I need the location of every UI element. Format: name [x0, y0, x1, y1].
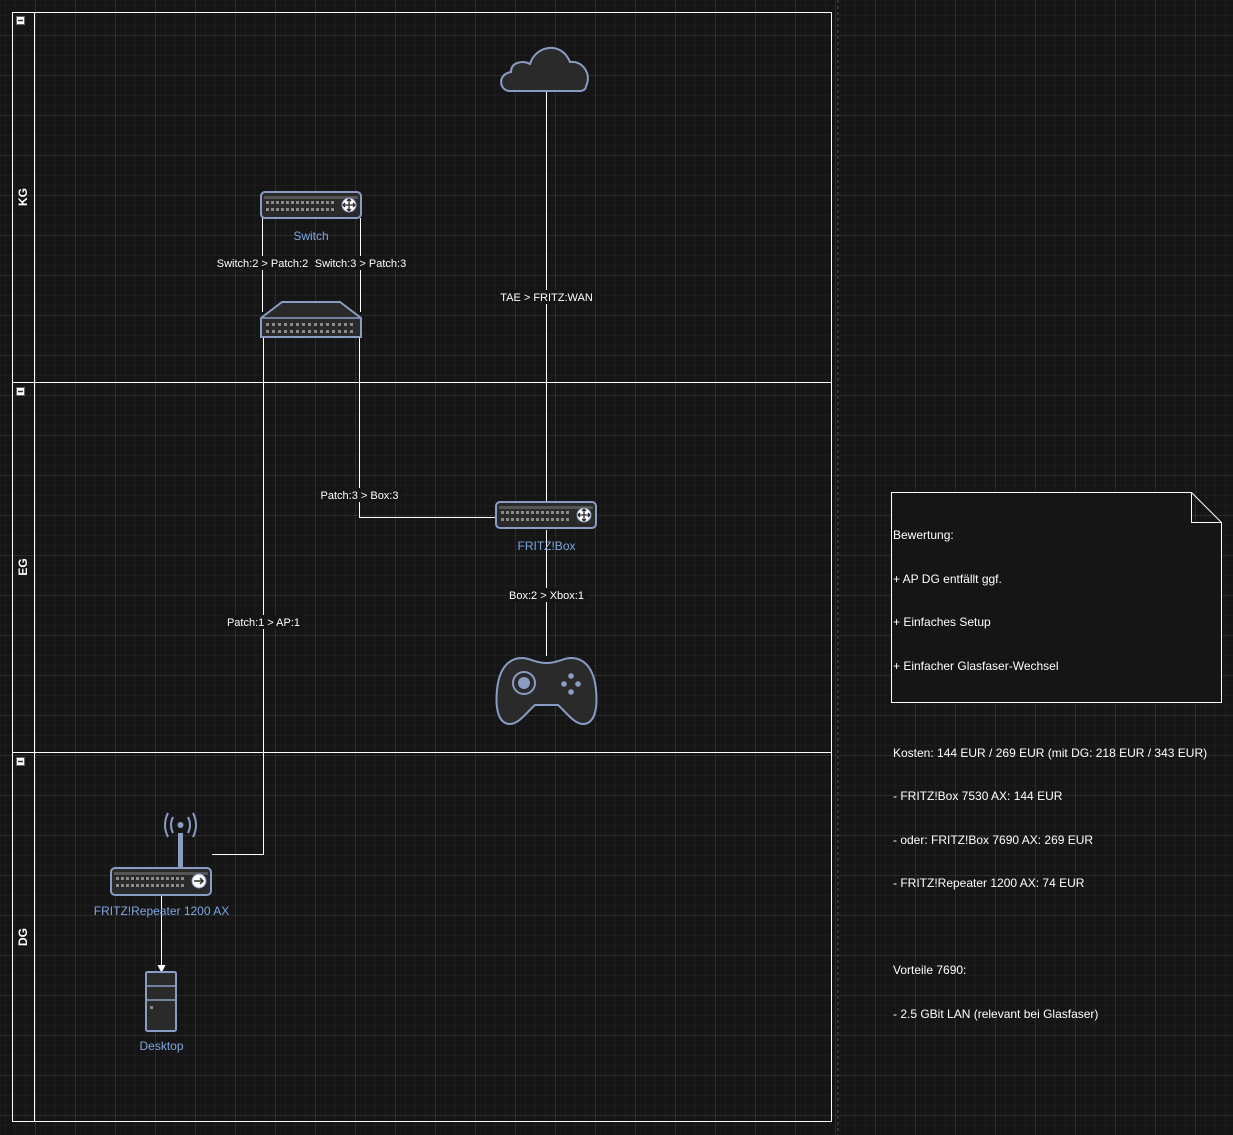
fritzbox-node[interactable]: FRITZ!Box [495, 501, 597, 553]
cloud-icon [500, 46, 589, 92]
edges [157, 92, 547, 973]
note-line: - FRITZ!Box 7530 AX: 144 EUR [893, 789, 1063, 803]
edge-label-tae-fritz: TAE > FRITZ:WAN [500, 292, 593, 304]
lane-title-kg: KG [16, 188, 30, 206]
note-shape [891, 492, 1222, 703]
edge-patch3-box3[interactable] [359, 338, 497, 518]
fritzbox-label: FRITZ!Box [517, 539, 575, 553]
evaluation-note[interactable]: Bewertung: + AP DG entfällt ggf. + Einfa… [891, 492, 1221, 1021]
lane-kg[interactable]: KG [16, 16, 30, 207]
desktop-label: Desktop [139, 1039, 183, 1053]
note-line: + AP DG entfällt ggf. [893, 571, 1002, 586]
swimlane-pool[interactable] [12, 12, 832, 1122]
patch-panel-node[interactable] [260, 301, 362, 338]
edge-label-switch2-patch2: Switch:2 > Patch:2 [217, 258, 308, 270]
collapse-icon[interactable] [16, 757, 25, 766]
desktop-tower-icon [145, 971, 177, 1032]
lane-title-eg: EG [16, 558, 30, 575]
edge-labels: TAE > FRITZ:WAN Switch:2 > Patch:2 Switc… [215, 256, 595, 629]
repeater-ports [116, 877, 184, 887]
edge-label-patch1-ap1: Patch:1 > AP:1 [227, 617, 300, 629]
patch-panel-icon [260, 301, 362, 338]
note-line: - FRITZ!Repeater 1200 AX: 74 EUR [893, 876, 1085, 890]
switch-ports [266, 201, 334, 211]
note-line: - 2.5 GBit LAN (relevant bei Glasfaser) [893, 1006, 1099, 1021]
desktop-node[interactable]: Desktop [139, 971, 184, 1053]
lane-title-dg: DG [16, 928, 30, 946]
note-line: Kosten: 144 EUR / 269 EUR (mit DG: 218 E… [893, 745, 1208, 760]
lane-dg[interactable]: DG [16, 757, 30, 947]
repeater-node[interactable]: FRITZ!Repeater 1200 AX [94, 812, 229, 918]
collapse-icon[interactable] [16, 387, 25, 396]
note-line: Bewertung: [893, 528, 954, 542]
gamepad-node[interactable] [495, 656, 598, 726]
note-line: Vorteile 7690: [893, 963, 967, 977]
collapse-icon[interactable] [16, 16, 25, 25]
fritzbox-ports [501, 511, 569, 521]
note-line: + Einfacher Glasfaser-Wechsel [893, 658, 1059, 673]
repeater-label: FRITZ!Repeater 1200 AX [94, 904, 229, 918]
note-line: - oder: FRITZ!Box 7690 AX: 269 EUR [893, 832, 1094, 847]
note-line [893, 702, 1219, 717]
wireless-access-point-icon [110, 812, 212, 896]
switch-icon [260, 191, 362, 219]
edge-label-switch3-patch3: Switch:3 > Patch:3 [315, 258, 406, 270]
switch-node[interactable]: Switch [260, 191, 362, 243]
switch-label: Switch [293, 229, 328, 243]
note-line: + Einfaches Setup [893, 615, 991, 629]
gamepad-icon [495, 656, 598, 726]
cloud-node[interactable] [500, 46, 589, 92]
note-line [893, 920, 1219, 935]
lane-eg[interactable]: EG [16, 387, 30, 576]
router-icon [495, 501, 597, 529]
edge-label-patch3-box3: Patch:3 > Box:3 [321, 490, 399, 502]
patch-panel-ports [266, 323, 353, 333]
edge-patch1-ap1[interactable] [212, 338, 264, 855]
edge-label-box2-xbox1: Box:2 > Xbox:1 [509, 590, 584, 602]
